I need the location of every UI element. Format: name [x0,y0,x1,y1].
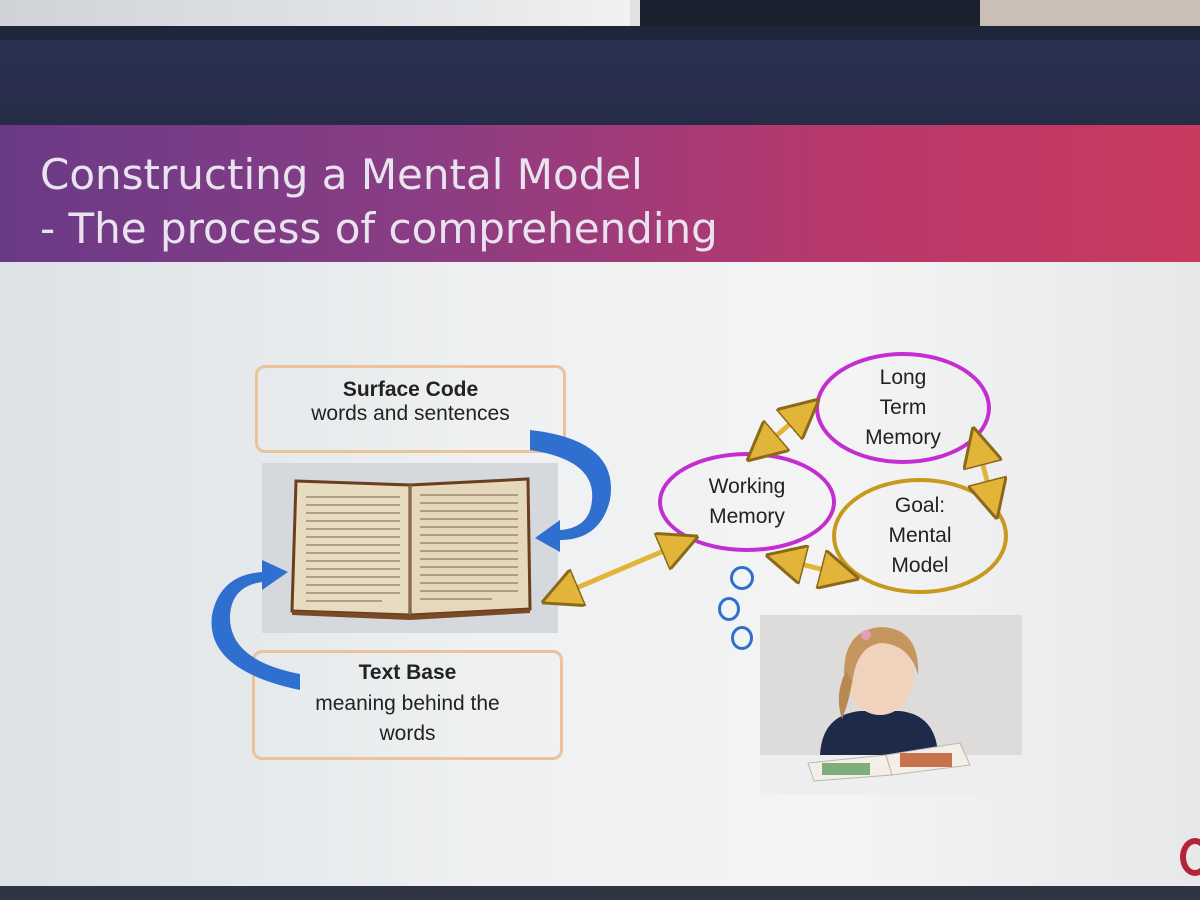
text-base-subtitle: meaning behind the words [315,692,500,745]
thought-bubble-3 [731,626,753,650]
working-memory-ellipse: Working Memory [658,452,836,552]
long-term-memory-label: Long Term Memory [865,366,941,449]
window-frame [630,0,642,30]
dark-header-band [0,40,1200,130]
gold-arrow-working-goal [785,560,840,574]
surface-code-subtitle: words and sentences [311,402,510,425]
surface-code-title: Surface Code [342,378,479,401]
gold-arrow-book-working-memory [560,544,680,595]
slide-title: Constructing a Mental Model - The proces… [40,148,718,256]
slide-title-line-2: - The process of comprehending [40,204,718,253]
open-book-photo [262,463,558,633]
monitor-bezel [640,0,980,30]
girl-reading-photo [760,615,1022,795]
goal-mental-model-label: Goal: Mental Model [888,494,952,577]
text-base-title: Text Base [358,661,457,684]
open-book-image [262,463,558,633]
surface-code-box: Surface Code words and sentences [255,365,566,453]
blue-arrow-textbase-to-book [211,560,300,690]
goal-mental-model-ellipse: Goal: Mental Model [832,478,1008,594]
gold-arrow-working-long-term [762,412,804,448]
thought-bubble-1 [730,566,754,590]
screen-bottom-edge [0,886,1200,900]
thought-bubble-2 [718,597,740,621]
text-base-box: Text Base meaning behind the words [252,650,563,760]
slide-title-line-1: Constructing a Mental Model [40,150,643,199]
working-memory-label: Working Memory [708,475,786,528]
gold-arrow-long-term-goal [978,446,992,500]
blue-arrow-surface-to-book [530,430,611,552]
girl-reading-image [760,615,1022,795]
institution-logo [1180,838,1200,876]
